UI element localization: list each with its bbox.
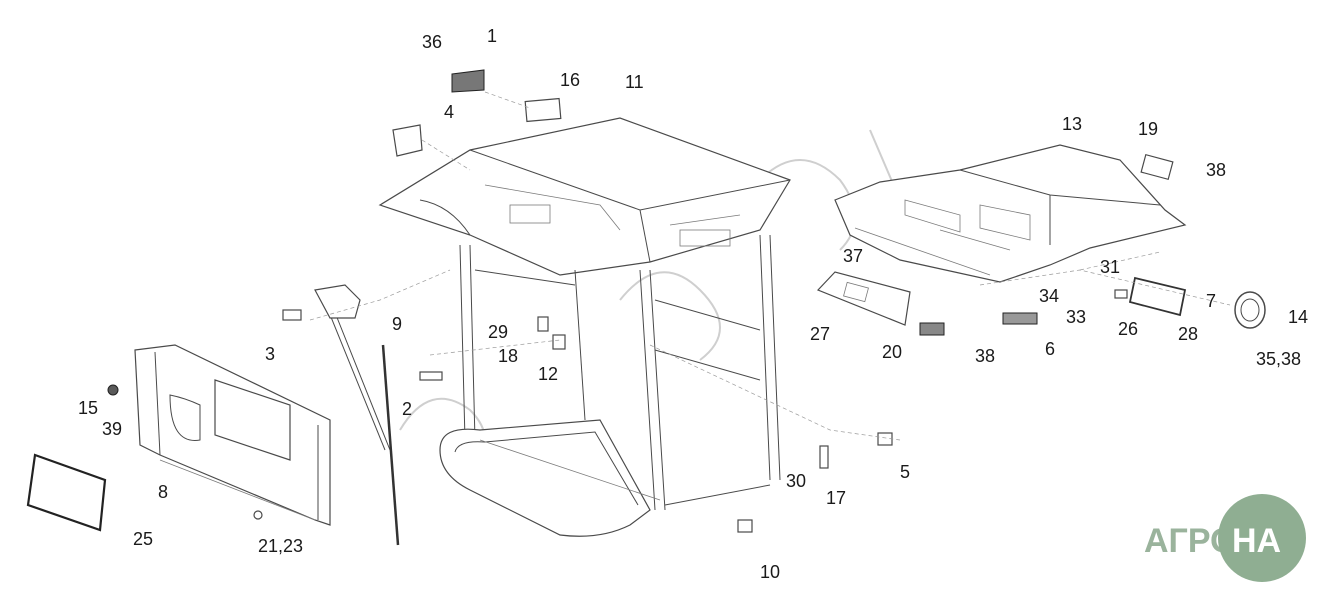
label-21-23: 21,23	[258, 536, 303, 556]
label-1: 1	[487, 26, 497, 46]
bracket	[877, 432, 893, 446]
label-5: 5	[900, 462, 910, 482]
bracket	[737, 519, 753, 533]
switch-19	[1140, 153, 1174, 181]
bracket	[552, 334, 566, 350]
label-25: 25	[133, 529, 153, 549]
label-20: 20	[882, 342, 902, 362]
bracket	[282, 309, 302, 321]
speaker-14	[1234, 291, 1266, 329]
label-38-bottom: 38	[975, 346, 995, 366]
bracket	[819, 445, 829, 469]
sunvisor-27	[816, 271, 911, 326]
bracket	[537, 316, 549, 332]
logo-text-right: НА	[1232, 522, 1281, 560]
panel-6	[1002, 312, 1038, 325]
connector-31	[1114, 289, 1128, 299]
label-34: 34	[1039, 286, 1059, 306]
roof-panel-13	[834, 144, 1187, 283]
lamp-1	[451, 69, 485, 93]
logo-circle	[1218, 494, 1306, 582]
knob	[107, 384, 119, 396]
label-7: 7	[1206, 291, 1216, 311]
label-15: 15	[78, 398, 98, 418]
label-6: 6	[1045, 339, 1055, 359]
gas-strut	[319, 289, 400, 546]
left-panel	[134, 344, 331, 526]
label-36: 36	[422, 32, 442, 52]
label-12: 12	[538, 364, 558, 384]
cab-frame	[378, 117, 791, 537]
bracket	[419, 371, 443, 381]
label-29: 29	[488, 322, 508, 342]
label-17: 17	[826, 488, 846, 508]
label-19: 19	[1138, 119, 1158, 139]
label-38-top: 38	[1206, 160, 1226, 180]
label-27: 27	[810, 324, 830, 344]
label-3: 3	[265, 344, 275, 364]
label-13: 13	[1062, 114, 1082, 134]
label-14: 14	[1288, 307, 1308, 327]
label-10: 10	[760, 562, 780, 582]
plate-4	[392, 124, 423, 157]
label-2: 2	[402, 399, 412, 419]
label-37: 37	[843, 246, 863, 266]
lamp-20	[919, 322, 945, 336]
label-11: 11	[625, 72, 644, 92]
label-35-38: 35,38	[1256, 349, 1301, 369]
label-30: 30	[786, 471, 806, 491]
frame-7	[1128, 276, 1187, 317]
glass-25	[26, 453, 107, 532]
label-9: 9	[392, 314, 402, 334]
label-39: 39	[102, 419, 122, 439]
label-26: 26	[1118, 319, 1138, 339]
label-31: 31	[1100, 257, 1120, 277]
clip	[253, 510, 263, 520]
callout-labels: 1 2 3 4 5 6 7 8 9 10 11 12 13 14 15 16 1…	[78, 26, 1308, 582]
label-4: 4	[444, 102, 454, 122]
glass-16	[524, 97, 562, 123]
label-33: 33	[1066, 307, 1086, 327]
label-8: 8	[158, 482, 168, 502]
label-28: 28	[1178, 324, 1198, 344]
mirror-9	[314, 284, 361, 319]
label-18: 18	[498, 346, 518, 366]
label-16: 16	[560, 70, 580, 90]
agroneka-logo: АГРО НА	[1144, 494, 1306, 582]
